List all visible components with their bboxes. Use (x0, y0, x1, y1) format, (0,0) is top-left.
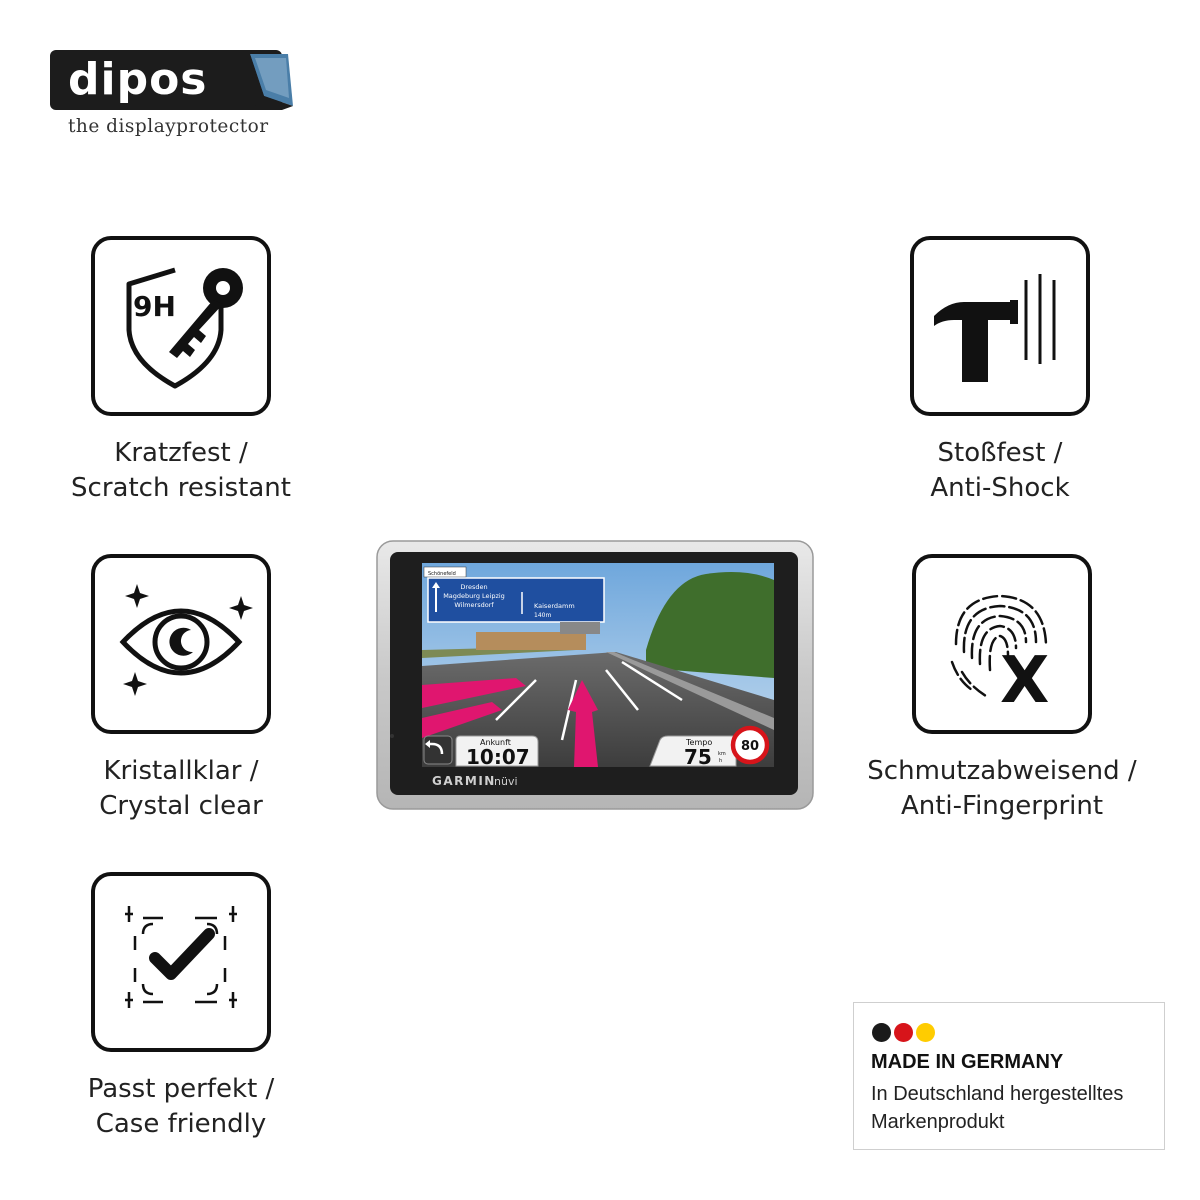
made-in-subtitle-line1: In Deutschland hergestelltes (871, 1083, 1124, 1105)
feature-label-en: Anti-Fingerprint (900, 791, 1104, 821)
svg-text:Ankunft: Ankunft (480, 738, 511, 747)
feature-label-en: Crystal clear (99, 791, 263, 821)
logo-tagline: the displayprotector (68, 116, 269, 137)
feature-label-en: Anti-Shock (930, 473, 1070, 503)
feature-crystal-clear: Kristallklar / Crystal clear (61, 554, 301, 824)
feature-box: 9H (91, 236, 271, 416)
made-in-germany-badge: MADE IN GERMANY In Deutschland hergestel… (853, 1002, 1165, 1150)
svg-text:140m: 140m (534, 612, 551, 619)
feature-label: Stoßfest / Anti-Shock (880, 436, 1120, 506)
feature-label-de: Schmutzabweisend / (867, 756, 1137, 786)
svg-text:Wilmersdorf: Wilmersdorf (454, 601, 494, 609)
feature-label: Schmutzabweisend / Anti-Fingerprint (850, 754, 1154, 824)
svg-text:10:07: 10:07 (466, 745, 530, 769)
feature-box (91, 872, 271, 1052)
svg-text:GARMIN: GARMIN (432, 774, 496, 788)
logo-wordmark: dipos (68, 54, 208, 105)
fingerprint-x-icon: X (950, 594, 1049, 718)
flag-dot-gold (916, 1023, 935, 1042)
feature-anti-fingerprint: X Schmutzabweisend / Anti-Fingerprint (867, 554, 1137, 824)
feature-label-de: Passt perfekt / (87, 1074, 275, 1104)
svg-text:Dresden: Dresden (460, 583, 487, 591)
svg-text:Kaiserdamm: Kaiserdamm (534, 602, 575, 610)
dipos-logo: dipos the displayprotector (50, 50, 295, 137)
made-in-subtitle-line2: Markenprodukt (871, 1111, 1005, 1133)
german-flag-dots (872, 1023, 938, 1043)
hammer-impact-icon (934, 274, 1056, 382)
flag-dot-black (872, 1023, 891, 1042)
feature-label: Passt perfekt / Case friendly (61, 1072, 301, 1142)
feature-label: Kratzfest / Scratch resistant (61, 436, 301, 506)
feature-box (91, 554, 271, 734)
feature-label-en: Scratch resistant (71, 473, 291, 503)
feature-box: X (912, 554, 1092, 734)
gps-device-image: Schönefeld Dresden Magdeburg Leipzig Wil… (376, 540, 814, 810)
svg-text:X: X (1000, 644, 1049, 718)
svg-text:nüvi: nüvi (494, 775, 518, 788)
logo-badge: dipos (50, 50, 293, 110)
svg-text:75: 75 (684, 745, 712, 769)
svg-text:9H: 9H (133, 290, 176, 323)
feature-label: Kristallklar / Crystal clear (61, 754, 301, 824)
feature-case-friendly: Passt perfekt / Case friendly (61, 872, 301, 1142)
feature-label-de: Kratzfest / (114, 438, 248, 468)
svg-text:h: h (719, 758, 722, 764)
eye-sparkle-icon (119, 584, 253, 696)
flag-dot-red (894, 1023, 913, 1042)
svg-text:km: km (718, 751, 726, 757)
feature-box (910, 236, 1090, 416)
feature-label-en: Case friendly (95, 1109, 267, 1139)
check-frame-icon (125, 906, 237, 1008)
made-in-subtitle: In Deutschland hergestelltes Markenprodu… (871, 1080, 1161, 1136)
feature-label-de: Kristallklar / (103, 756, 259, 786)
feature-anti-shock: Stoßfest / Anti-Shock (880, 236, 1120, 506)
svg-text:Magdeburg Leipzig: Magdeburg Leipzig (443, 592, 505, 600)
feature-scratch-resistant: 9H Kratzfest / Scratch resistant (61, 236, 301, 506)
made-in-title: MADE IN GERMANY (871, 1051, 1064, 1073)
svg-text:80: 80 (741, 739, 759, 754)
svg-text:Schönefeld: Schönefeld (428, 571, 456, 577)
feature-label-de: Stoßfest / (937, 438, 1063, 468)
svg-text:Tempo: Tempo (685, 738, 712, 747)
shield-key-9h-icon: 9H (126, 267, 243, 389)
